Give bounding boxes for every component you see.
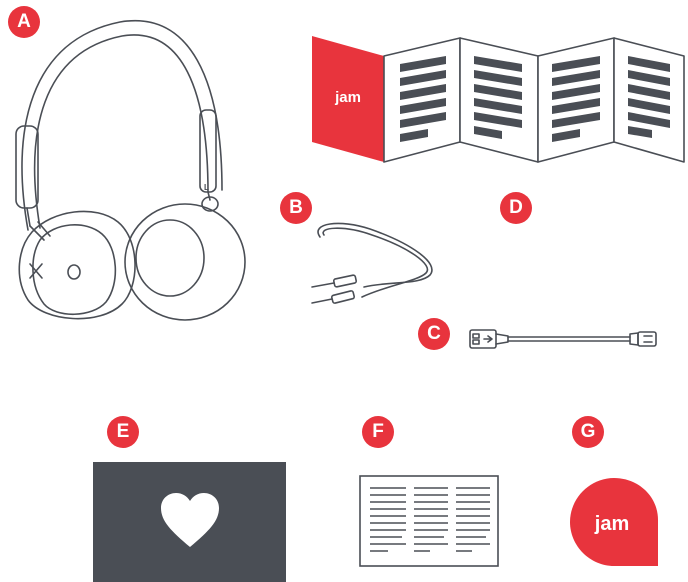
printed-manual-sheet	[358, 474, 502, 570]
label-badge-g: G	[572, 416, 604, 448]
jam-sticker-logo: jam	[566, 474, 662, 572]
heart-icon	[159, 491, 221, 549]
label-badge-f: F	[362, 416, 394, 448]
label-badge-b: B	[280, 192, 312, 224]
aux-cable-illustration	[300, 215, 450, 315]
sticker-logo-text: jam	[594, 513, 629, 535]
usb-cable-illustration	[464, 320, 664, 360]
side-marker-text: L	[204, 183, 209, 192]
guide-cover-logo: jam	[334, 89, 361, 106]
folded-quick-start-guide-illustration: jam	[308, 30, 688, 180]
label-badge-d: D	[500, 192, 532, 224]
label-badge-e: E	[107, 416, 139, 448]
label-badge-a: A	[8, 6, 40, 38]
label-badge-c: C	[418, 318, 450, 350]
headphones-illustration: L	[0, 0, 250, 330]
